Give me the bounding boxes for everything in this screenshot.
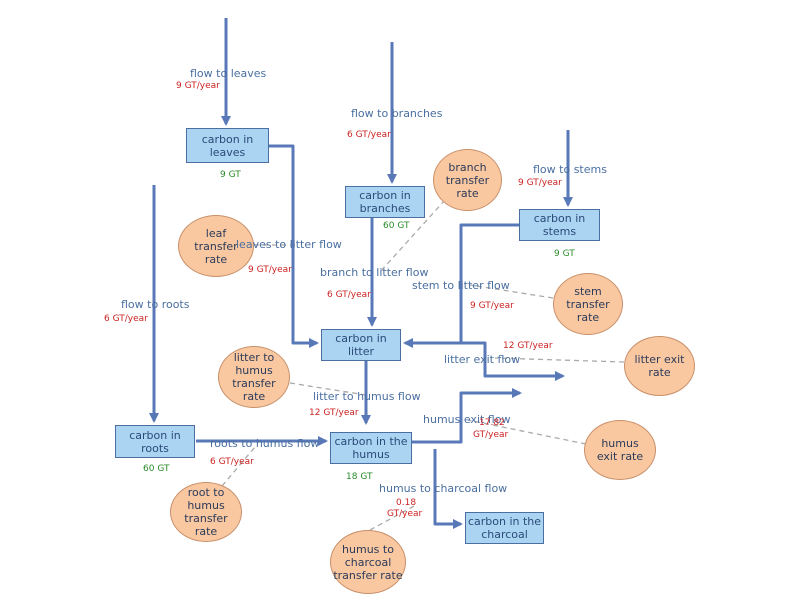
stock-carbon-in-humus[interactable]: carbon in the humus bbox=[330, 432, 412, 464]
converter-litter-exit-rate[interactable]: litter exit rate bbox=[624, 336, 695, 396]
pipe-humus-to-charcoal bbox=[433, 449, 463, 529]
stock-carbon-in-stems[interactable]: carbon in stems bbox=[519, 209, 600, 241]
converter-leaf-transfer-rate[interactable]: leaf transfer rate bbox=[178, 215, 254, 277]
converter-humus-to-charcoal-transfer-rate[interactable]: humus to charcoal transfer rate bbox=[330, 530, 406, 594]
flow-label-stem-to-litter: stem to litter flow bbox=[412, 279, 510, 292]
converter-root-to-humus-transfer-rate[interactable]: root to humus transfer rate bbox=[170, 482, 242, 542]
stock-carbon-in-leaves[interactable]: carbon in leaves bbox=[186, 128, 269, 163]
flow-pipes bbox=[149, 18, 573, 529]
connector-humus-exit bbox=[467, 419, 587, 445]
flow-rate-humus-exit-line1: 17.82 bbox=[479, 418, 505, 428]
pipe-humus-exit bbox=[412, 388, 522, 444]
converter-branch-transfer-rate[interactable]: branch transfer rate bbox=[433, 149, 502, 211]
flow-label-to-stems: flow to stems bbox=[533, 163, 607, 176]
amount-leaves: 9 GT bbox=[220, 170, 241, 180]
flow-rate-humus-to-charcoal-line2: GT/year bbox=[387, 509, 423, 519]
amount-roots: 60 GT bbox=[143, 464, 170, 474]
flow-rate-roots-to-humus: 6 GT/year bbox=[210, 457, 254, 467]
flow-rate-to-stems: 9 GT/year bbox=[518, 178, 562, 188]
flow-rate-leaves-to-litter: 9 GT/year bbox=[248, 265, 292, 275]
pipe-litter-exit bbox=[405, 341, 565, 381]
connector-branch-transfer bbox=[379, 199, 446, 273]
stock-carbon-in-litter[interactable]: carbon in litter bbox=[321, 329, 401, 361]
pipe-leaves-to-litter bbox=[269, 144, 319, 348]
connector-lines bbox=[221, 199, 625, 531]
flow-label-litter-to-humus: litter to humus flow bbox=[313, 390, 421, 403]
stock-carbon-in-charcoal[interactable]: carbon in the charcoal bbox=[465, 512, 544, 544]
flow-rate-litter-to-humus: 12 GT/year bbox=[309, 408, 359, 418]
flow-label-humus-to-charcoal: humus to charcoal flow bbox=[379, 482, 508, 495]
flow-label-to-roots: flow to roots bbox=[121, 298, 190, 311]
flow-rate-branch-to-litter: 6 GT/year bbox=[327, 290, 371, 300]
flow-label-branch-to-litter: branch to litter flow bbox=[320, 266, 429, 279]
flow-label-leaves-to-litter: leaves to litter flow bbox=[236, 238, 342, 251]
flow-rate-litter-exit: 12 GT/year bbox=[503, 341, 553, 351]
flow-label-to-leaves: flow to leaves bbox=[190, 67, 267, 80]
converter-stem-transfer-rate[interactable]: stem transfer rate bbox=[553, 273, 623, 335]
amount-stems: 9 GT bbox=[554, 249, 575, 259]
flow-rate-to-leaves: 9 GT/year bbox=[176, 81, 220, 91]
connector-litter-humus bbox=[289, 382, 367, 396]
connector-litter-exit bbox=[494, 357, 625, 363]
flow-rate-stem-to-litter: 9 GT/year bbox=[470, 301, 514, 311]
stock-carbon-in-roots[interactable]: carbon in roots bbox=[115, 425, 195, 458]
converter-litter-to-humus-transfer-rate[interactable]: litter to humus transfer rate bbox=[218, 346, 290, 408]
flow-label-roots-to-humus: roots to humus flow bbox=[210, 437, 320, 450]
flow-rate-to-roots: 6 GT/year bbox=[104, 314, 148, 324]
converter-humus-exit-rate[interactable]: humus exit rate bbox=[584, 420, 656, 480]
flow-rate-to-branches: 6 GT/year bbox=[347, 130, 391, 140]
amount-branches: 60 GT bbox=[383, 221, 410, 231]
flow-rate-humus-to-charcoal-line1: 0.18 bbox=[396, 498, 417, 508]
flow-label-humus-exit: humus exit flow bbox=[423, 413, 511, 426]
flow-label-to-branches: flow to branches bbox=[351, 107, 443, 120]
amount-humus: 18 GT bbox=[346, 472, 373, 482]
flow-label-litter-exit: litter exit flow bbox=[444, 353, 521, 366]
flow-rate-humus-exit-line2: GT/year bbox=[473, 430, 509, 440]
stock-carbon-in-branches[interactable]: carbon in branches bbox=[345, 186, 425, 218]
